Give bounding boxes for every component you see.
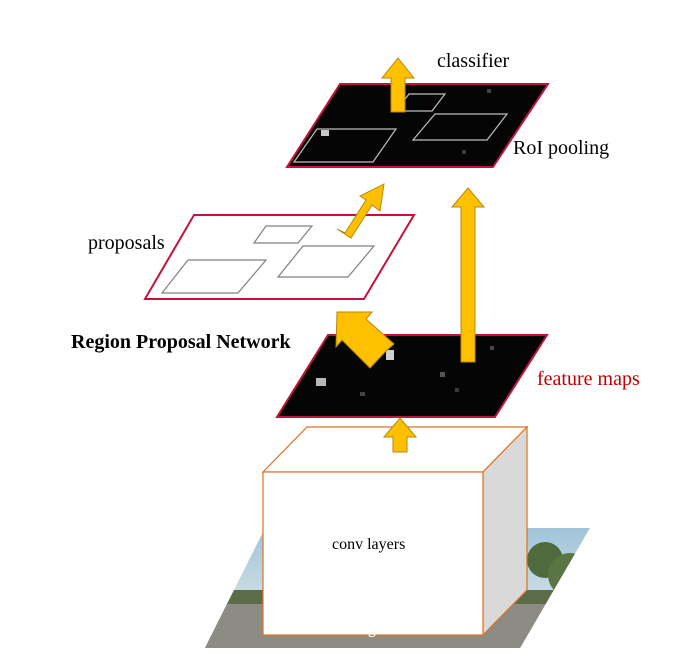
arrow-to-classifier xyxy=(380,57,416,113)
conv-layers-label: conv layers xyxy=(332,536,405,553)
arrow-rpn-to-proposals xyxy=(335,311,395,369)
proposal-box xyxy=(276,245,376,278)
roi-box xyxy=(292,128,398,163)
arrow-proposals-to-roi xyxy=(336,183,385,239)
roi-box xyxy=(411,113,509,141)
feature-maps-plane xyxy=(275,334,549,418)
image-label: image xyxy=(344,622,383,638)
rpn-label: Region Proposal Network xyxy=(71,331,291,353)
proposal-box xyxy=(160,259,268,294)
roi-pooling-label: RoI pooling xyxy=(513,137,609,159)
arrow-conv-to-feature xyxy=(382,417,418,453)
conv-layers-box xyxy=(261,425,529,637)
proposals-plane xyxy=(143,214,416,300)
classifier-label: classifier xyxy=(437,50,510,72)
roi-pooling-plane xyxy=(285,83,550,168)
arrow-feature-to-roi xyxy=(450,187,486,363)
proposal-box xyxy=(252,225,314,244)
proposals-label: proposals xyxy=(88,232,165,254)
feature-maps-label: feature maps xyxy=(537,368,640,390)
